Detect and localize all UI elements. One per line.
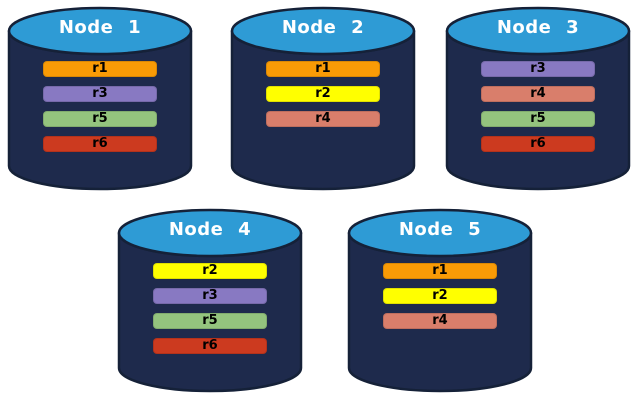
- node-title: Node 1: [58, 17, 142, 38]
- partition-list: r1 r2 r4: [383, 263, 497, 329]
- partition-bar: r4: [481, 86, 595, 102]
- partition-list: r1 r2 r4: [266, 61, 380, 127]
- partition-bar: r6: [481, 136, 595, 152]
- cylinder-top: [117, 208, 303, 258]
- node-title: Node 2: [281, 17, 365, 38]
- partition-list: r2 r3 r5 r6: [153, 263, 267, 354]
- partition-bar: r5: [43, 111, 157, 127]
- partition-list: r1 r3 r5 r6: [43, 61, 157, 152]
- cylinder-top: [347, 208, 533, 258]
- partition-bar: r3: [481, 61, 595, 77]
- node-3: Node 3 r3 r4 r5 r6: [444, 6, 632, 192]
- partition-bar: r1: [266, 61, 380, 77]
- cylinder-top: [230, 6, 416, 56]
- partition-bar: r2: [153, 263, 267, 279]
- partition-bar: r4: [266, 111, 380, 127]
- partition-bar: r6: [153, 338, 267, 354]
- partition-bar: r3: [43, 86, 157, 102]
- node-5: Node 5 r1 r2 r4: [346, 208, 534, 394]
- partition-bar: r5: [481, 111, 595, 127]
- node-2: Node 2 r1 r2 r4: [229, 6, 417, 192]
- partition-bar: r1: [383, 263, 497, 279]
- cylinder-top: [445, 6, 631, 56]
- partition-bar: r6: [43, 136, 157, 152]
- partition-bar: r2: [383, 288, 497, 304]
- partition-bar: r3: [153, 288, 267, 304]
- node-title: Node 3: [496, 17, 580, 38]
- node-title: Node 4: [168, 219, 252, 240]
- node-4: Node 4 r2 r3 r5 r6: [116, 208, 304, 394]
- cylinder-top: [7, 6, 193, 56]
- node-title: Node 5: [398, 219, 482, 240]
- node-1: Node 1 r1 r3 r5 r6: [6, 6, 194, 192]
- partition-list: r3 r4 r5 r6: [481, 61, 595, 152]
- partition-bar: r4: [383, 313, 497, 329]
- partition-bar: r1: [43, 61, 157, 77]
- partition-bar: r5: [153, 313, 267, 329]
- partition-bar: r2: [266, 86, 380, 102]
